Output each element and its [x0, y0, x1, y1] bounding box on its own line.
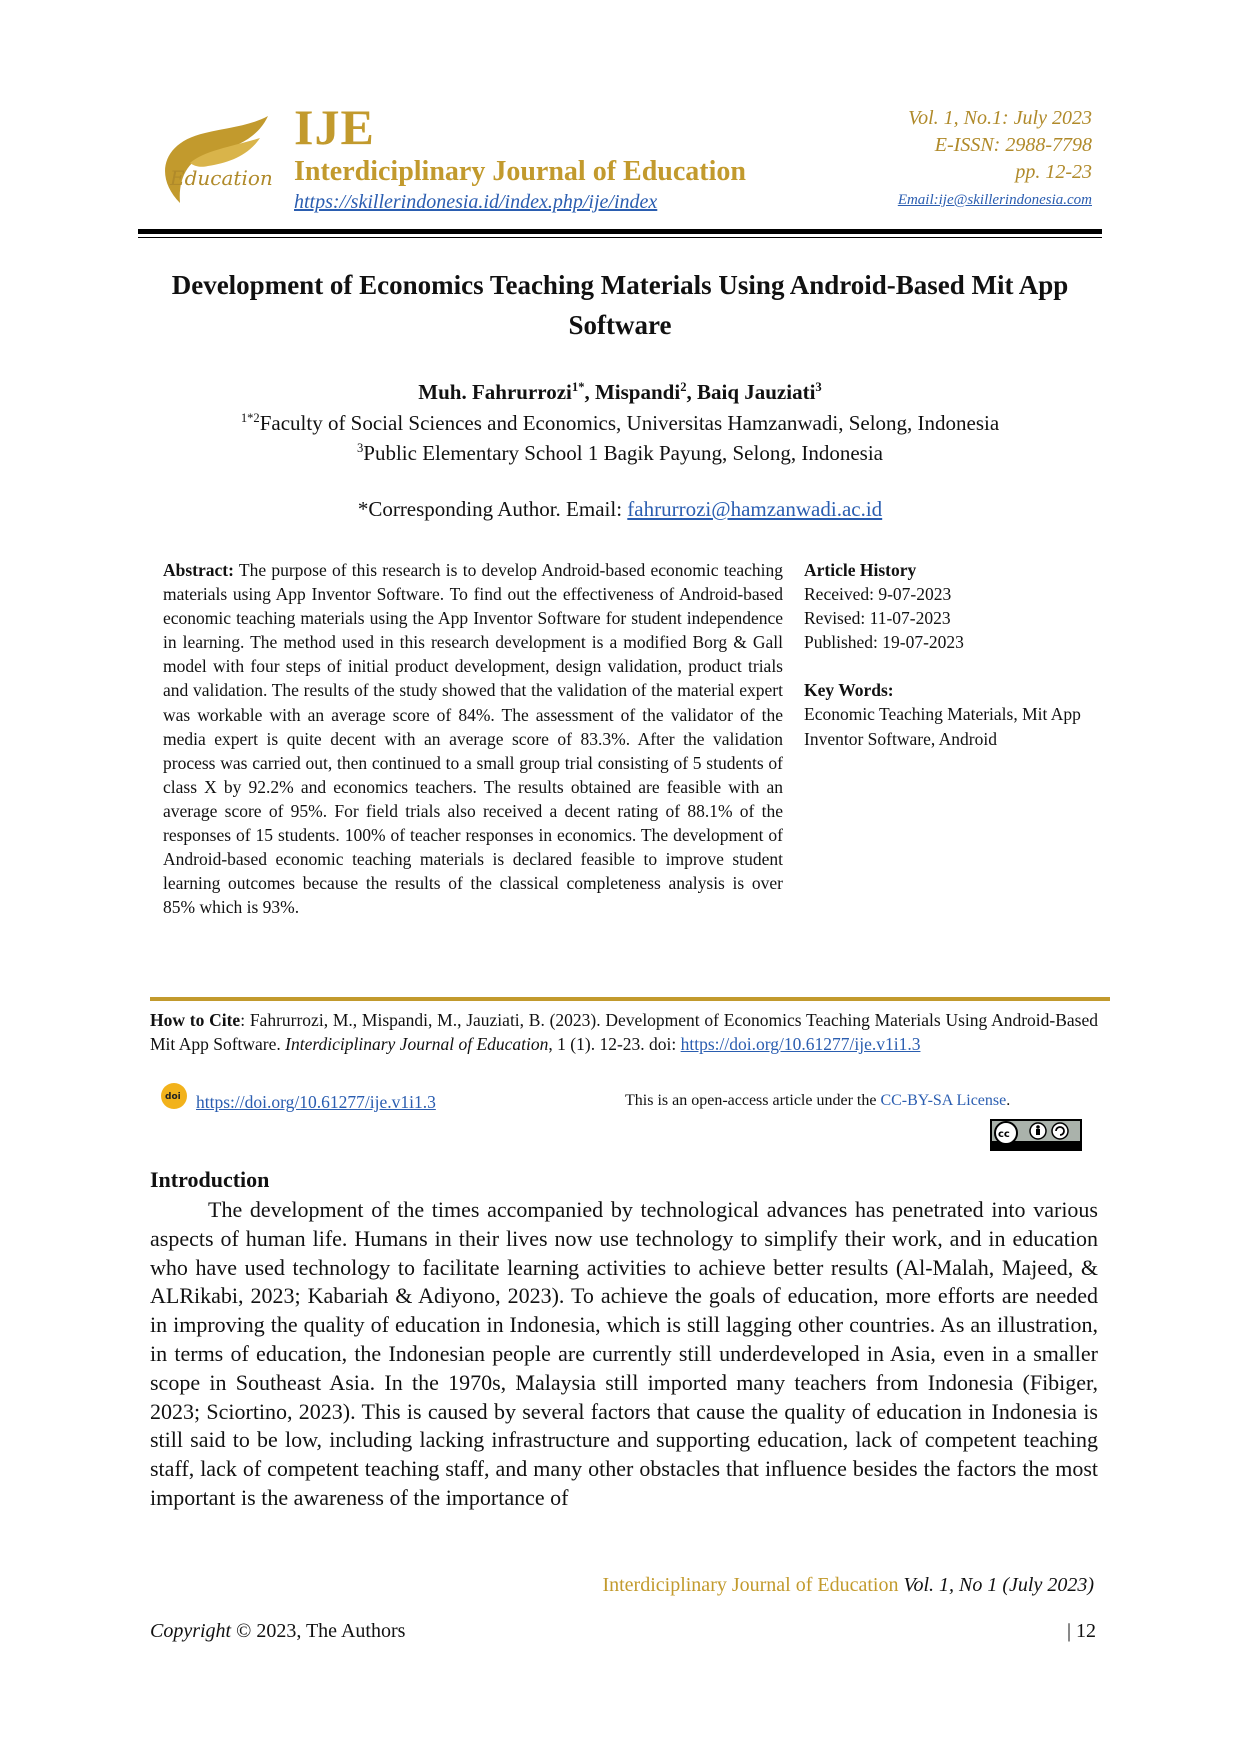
footer-journal: Interdiciplinary Journal of Education Vo… — [602, 1574, 1094, 1597]
section-divider — [150, 997, 1110, 1001]
corresponding-email-link[interactable]: fahrurrozi@hamzanwadi.ac.id — [627, 497, 883, 521]
license-link[interactable]: CC-BY-SA License — [880, 1092, 1007, 1109]
open-access-text: This is an open-access article under the — [625, 1092, 881, 1109]
author-name: Muh. Fahrurrozi — [418, 380, 572, 404]
logo-word: Education — [170, 166, 273, 190]
journal-name: Interdiciplinary Journal of Education — [294, 156, 746, 187]
author-name: Mispandi — [594, 380, 681, 404]
author-sup: 2 — [680, 380, 687, 394]
revised-date: Revised: 11-07-2023 — [804, 608, 951, 629]
page-number: | 12 — [1066, 1620, 1096, 1642]
journal-url-link[interactable]: https://skillerindonesia.id/index.php/ij… — [294, 191, 658, 213]
eissn-info: E-ISSN: 2988-7798 — [934, 134, 1092, 156]
pages-info: pp. 12-23 — [1015, 161, 1092, 183]
header-rule — [138, 229, 1102, 234]
how-to-cite: How to Cite: Fahrurrozi, M., Mispandi, M… — [150, 1008, 1098, 1056]
copyright-text: © 2023, The Authors — [231, 1620, 406, 1642]
journal-logo: Education — [150, 108, 285, 218]
author-name: Baiq Jauziati — [696, 380, 816, 404]
abstract: Abstract: The purpose of this research i… — [163, 558, 783, 919]
history-heading: Article History — [804, 560, 917, 580]
cc-by-sa-badge-icon[interactable]: cc — [990, 1119, 1082, 1151]
published-date: Published: 19-07-2023 — [804, 632, 964, 653]
journal-email-link[interactable]: Email:ije@skillerindonesia.com — [897, 192, 1092, 208]
volume-info: Vol. 1, No.1: July 2023 — [908, 107, 1092, 129]
corresponding-label: *Corresponding Author. Email: — [357, 497, 628, 521]
footer-volume: Vol. 1, No 1 (July 2023) — [903, 1574, 1094, 1596]
doi-link[interactable]: https://doi.org/10.61277/ije.v1i1.3 — [196, 1092, 436, 1112]
svg-text:cc: cc — [998, 1129, 1010, 1140]
corresponding-author: *Corresponding Author. Email: fahrurrozi… — [150, 497, 1090, 522]
cite-text: : Fahrurrozi, M., Mispandi, M., Jauziati… — [150, 1010, 1098, 1055]
copyright: Copyright © 2023, The Authors — [150, 1620, 405, 1643]
header-rule-thin — [138, 237, 1102, 238]
footer-journal-name: Interdiciplinary Journal of Education — [602, 1574, 899, 1596]
keywords-text: Economic Teaching Materials, Mit App Inv… — [804, 704, 1081, 749]
article-title: Development of Economics Teaching Materi… — [171, 270, 1069, 340]
cite-label: How to Cite — [150, 1010, 241, 1030]
abstract-label: Abstract: — [163, 560, 234, 580]
article-history: Article History Received: 9-07-2023 Revi… — [804, 558, 1094, 751]
keywords-block: Key Words: Economic Teaching Materials, … — [804, 678, 1094, 750]
affiliation-sup: 3 — [357, 441, 364, 455]
affiliation-sup: 1*2 — [240, 411, 260, 425]
abstract-text: The purpose of this research is to devel… — [163, 560, 783, 918]
affiliation: 1*2Faculty of Social Sciences and Econom… — [150, 411, 1090, 436]
journal-logo-emblem — [165, 116, 268, 203]
open-access-notice: This is an open-access article under the… — [625, 1092, 1010, 1110]
copyright-label: Copyright — [150, 1620, 232, 1642]
cite-journal: Interdiciplinary Journal of Education — [285, 1034, 549, 1055]
journal-abbreviation: IJE — [294, 99, 375, 155]
keywords-heading: Key Words: — [804, 680, 894, 701]
author-sup: 3 — [815, 380, 822, 394]
cite-text-after: , 1 (1). 12-23. doi: — [548, 1034, 681, 1055]
author-list: Muh. Fahrurrozi1*, Mispandi2, Baiq Jauzi… — [418, 380, 822, 404]
introduction-heading: Introduction — [150, 1167, 270, 1192]
received-date: Received: 9-07-2023 — [804, 584, 952, 605]
affiliation-text: Faculty of Social Sciences and Economics… — [259, 411, 1000, 435]
affiliation: 3Public Elementary School 1 Bagik Payung… — [150, 441, 1090, 466]
svg-text:doi: doi — [165, 1092, 181, 1102]
introduction-text: The development of the times accompanied… — [150, 1197, 1098, 1510]
cite-doi-link[interactable]: https://doi.org/10.61277/ije.v1i1.3 — [680, 1034, 921, 1055]
doi-icon: doi — [160, 1082, 188, 1110]
license-end: . — [1006, 1092, 1011, 1109]
affiliation-text: Public Elementary School 1 Bagik Payung,… — [363, 441, 883, 465]
author-sup: 1* — [571, 380, 585, 394]
